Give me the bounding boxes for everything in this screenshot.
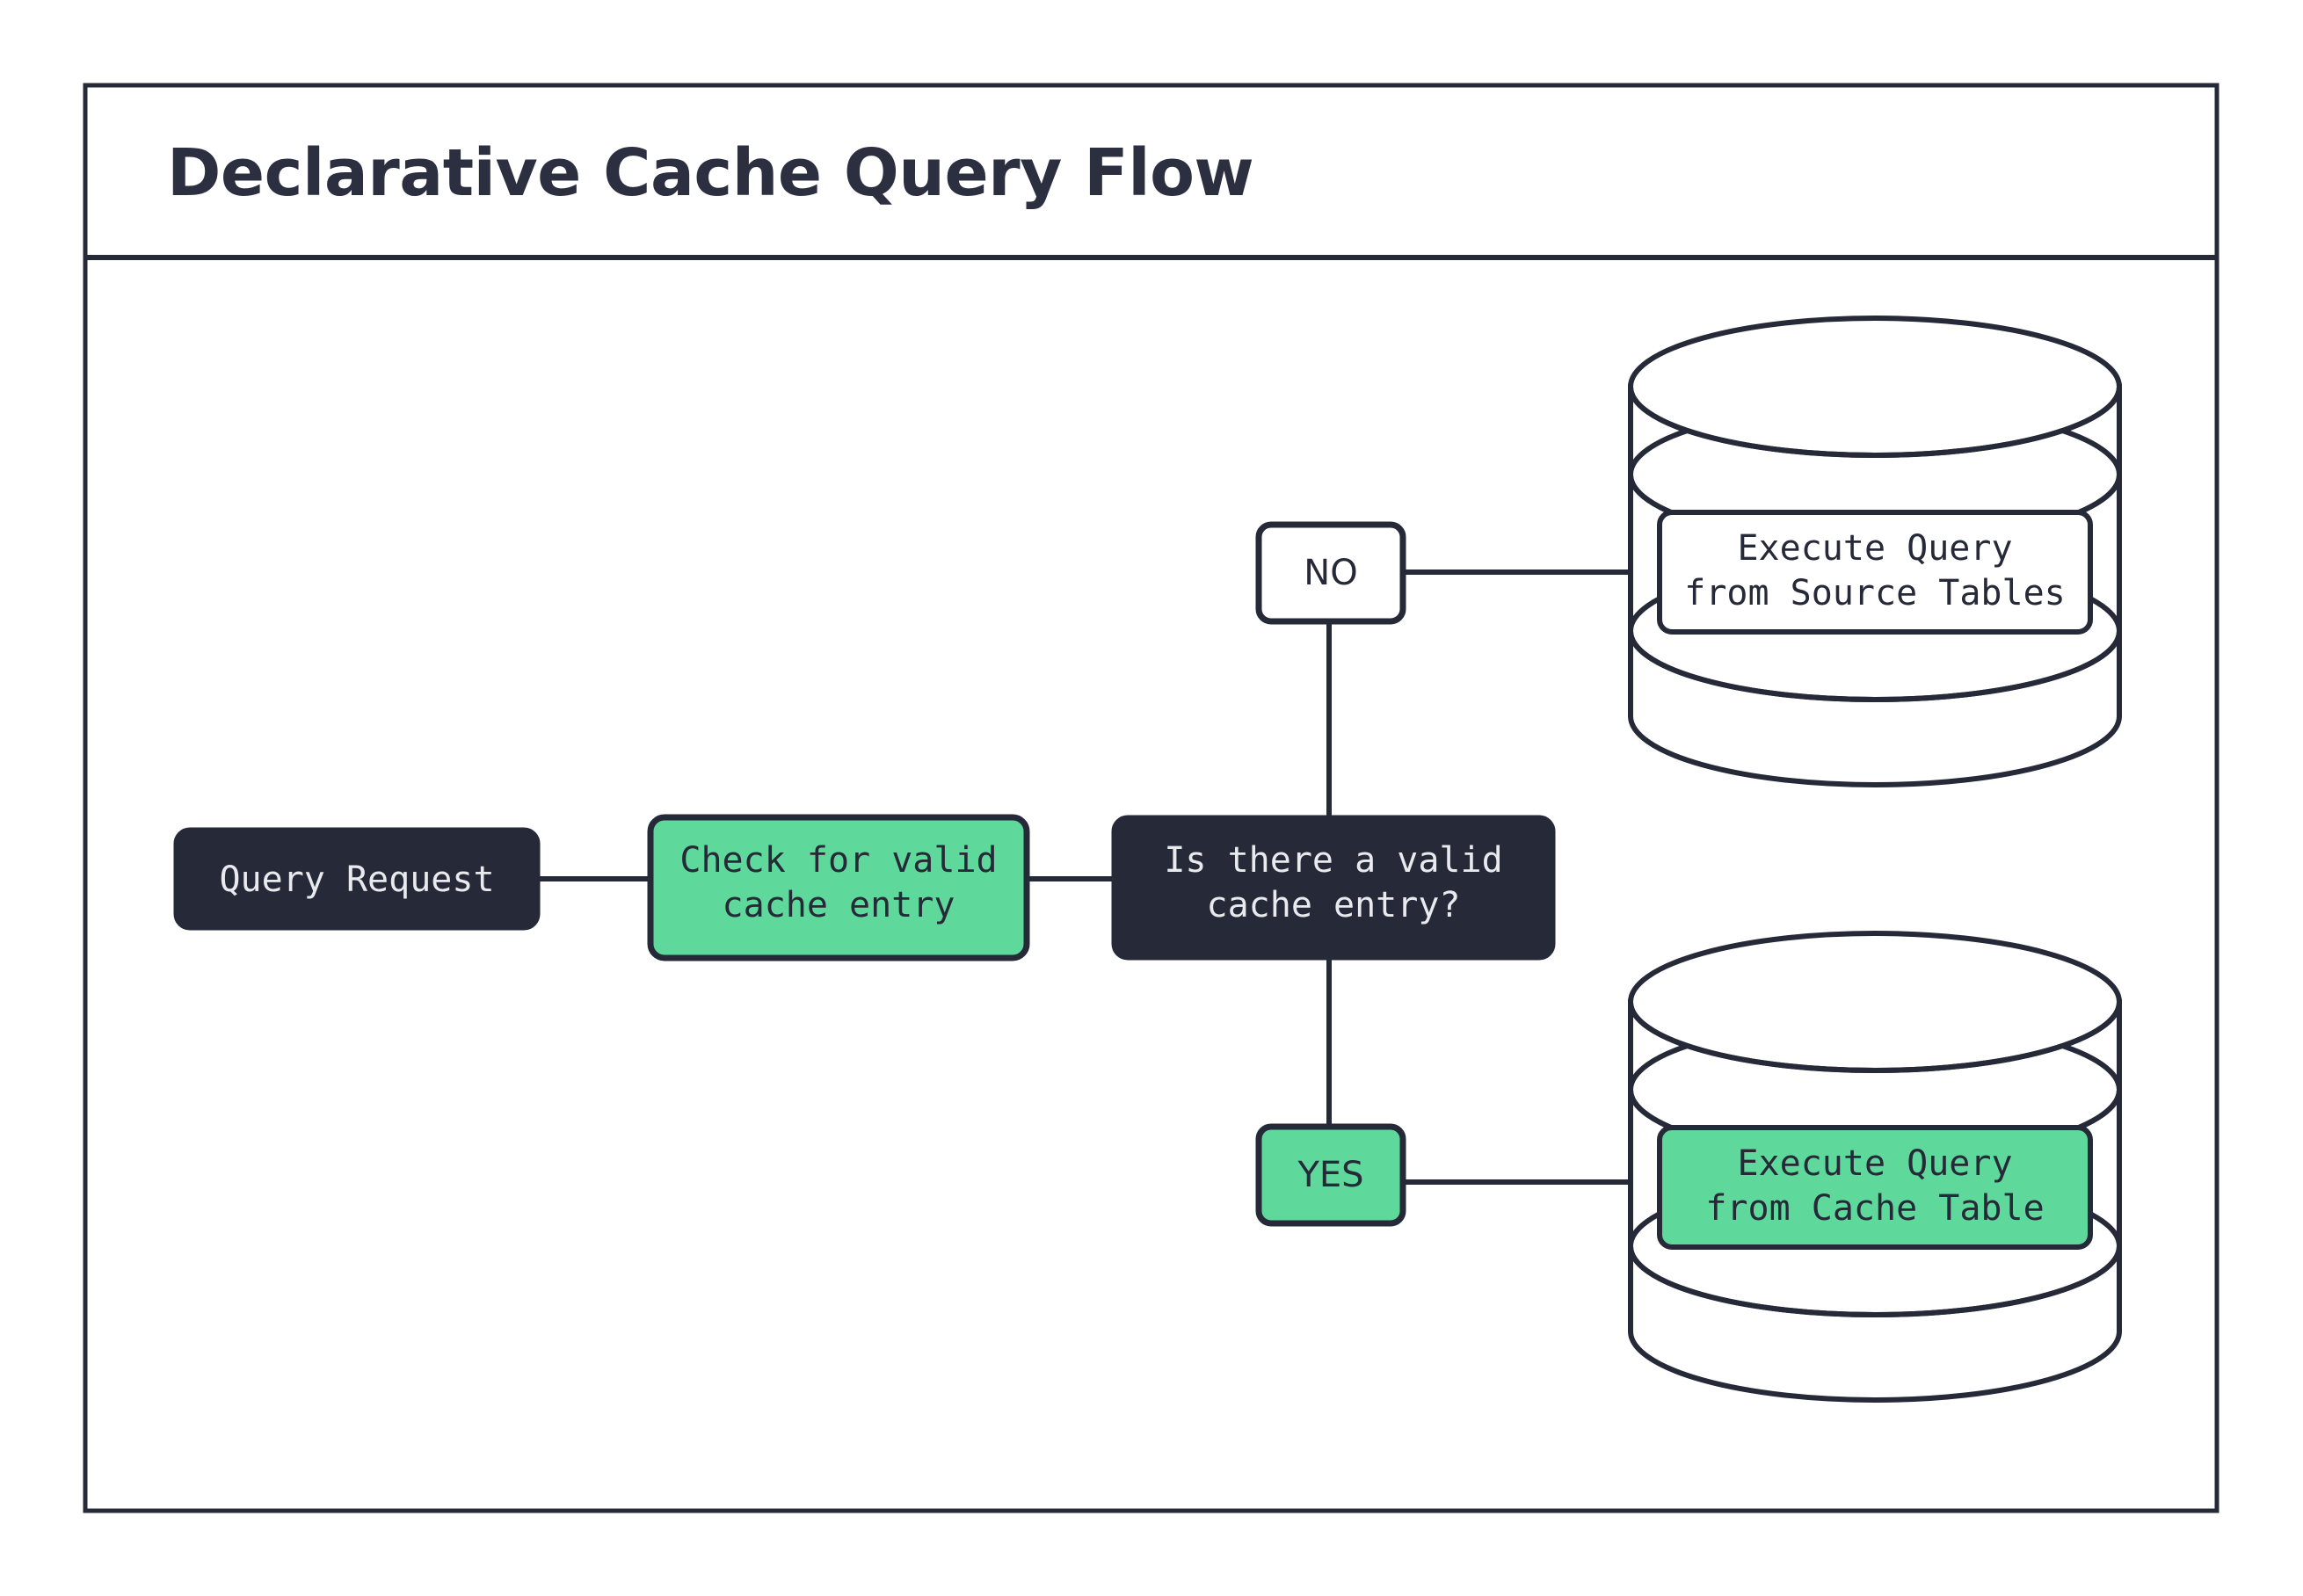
check-cache-box xyxy=(647,814,1030,961)
cache-db-cylinder[interactable]: Execute Query from Cache Table xyxy=(1628,931,2122,1403)
cache-db-label-box xyxy=(1657,1125,2093,1250)
yes-label: YES xyxy=(1297,1155,1363,1195)
page-title: Declarative Cache Query Flow xyxy=(167,135,1253,211)
cache-db-arc-3 xyxy=(1628,1245,2122,1317)
source-db-label-line1: Execute Query xyxy=(1737,528,2012,569)
source-db-arc-3 xyxy=(1628,630,2122,702)
node-check-cache[interactable]: Check for valid cache entry xyxy=(647,814,1030,961)
source-db-label-line2: from Source Tables xyxy=(1684,573,2065,613)
no-label: NO xyxy=(1304,553,1357,593)
no-box xyxy=(1255,521,1406,625)
source-db-arc-1 xyxy=(1628,386,2122,458)
query-request-label: Query Request xyxy=(219,860,494,900)
decision-label-line1: Is there a valid xyxy=(1164,840,1502,881)
check-cache-label-line2: cache entry xyxy=(723,885,955,925)
node-decision-valid-cache[interactable]: Is there a valid cache entry? xyxy=(1111,815,1556,961)
cache-db-label-line1: Execute Query xyxy=(1737,1143,2012,1184)
decision-box xyxy=(1111,815,1556,961)
branch-label-no[interactable]: NO xyxy=(1255,521,1406,625)
source-db-cylinder[interactable]: Execute Query from Source Tables xyxy=(1628,316,2122,787)
decision-label-line2: cache entry? xyxy=(1207,885,1461,925)
yes-box xyxy=(1255,1123,1406,1227)
cache-db-label-line2: from Cache Table xyxy=(1705,1188,2044,1229)
branch-label-yes[interactable]: YES xyxy=(1255,1123,1406,1227)
query-request-box xyxy=(173,827,541,931)
source-db-label-box xyxy=(1657,510,2093,635)
diagram-frame xyxy=(83,83,2219,1513)
node-query-request[interactable]: Query Request xyxy=(173,827,541,931)
cache-db-arc-1 xyxy=(1628,1001,2122,1073)
check-cache-label-line1: Check for valid xyxy=(679,840,997,881)
